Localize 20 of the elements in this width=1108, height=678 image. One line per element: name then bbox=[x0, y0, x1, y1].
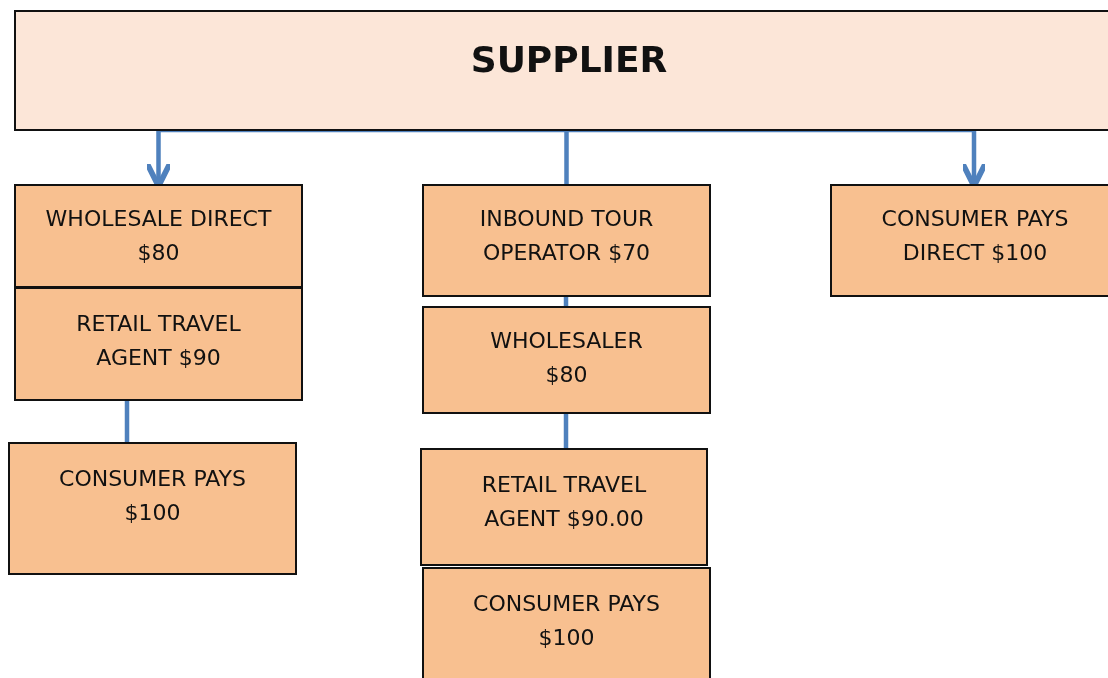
box-label: RETAIL TRAVEL AGENT $90 bbox=[75, 310, 242, 372]
box-label: SUPPLIER bbox=[469, 38, 669, 82]
process-box bbox=[14, 184, 303, 288]
process-box bbox=[422, 567, 711, 678]
connector-line bbox=[563, 414, 569, 448]
header-box bbox=[14, 10, 1108, 131]
process-box bbox=[14, 287, 303, 401]
box-label: RETAIL TRAVEL AGENT $90.00 bbox=[480, 471, 648, 533]
box-label: WHOLESALER $80 bbox=[489, 327, 644, 389]
connector-line bbox=[124, 401, 130, 442]
box-label: CONSUMER PAYS $100 bbox=[472, 590, 661, 652]
box-label: CONSUMER PAYS $100 bbox=[58, 465, 247, 527]
box-label: CONSUMER PAYS DIRECT $100 bbox=[880, 205, 1070, 267]
box-label: INBOUND TOUR OPERATOR $70 bbox=[478, 205, 655, 267]
process-box bbox=[420, 448, 708, 566]
box-label: WHOLESALE DIRECT $80 bbox=[44, 205, 273, 267]
process-box bbox=[422, 184, 711, 297]
process-box bbox=[8, 442, 297, 575]
process-box bbox=[422, 306, 711, 414]
process-box bbox=[830, 184, 1108, 297]
